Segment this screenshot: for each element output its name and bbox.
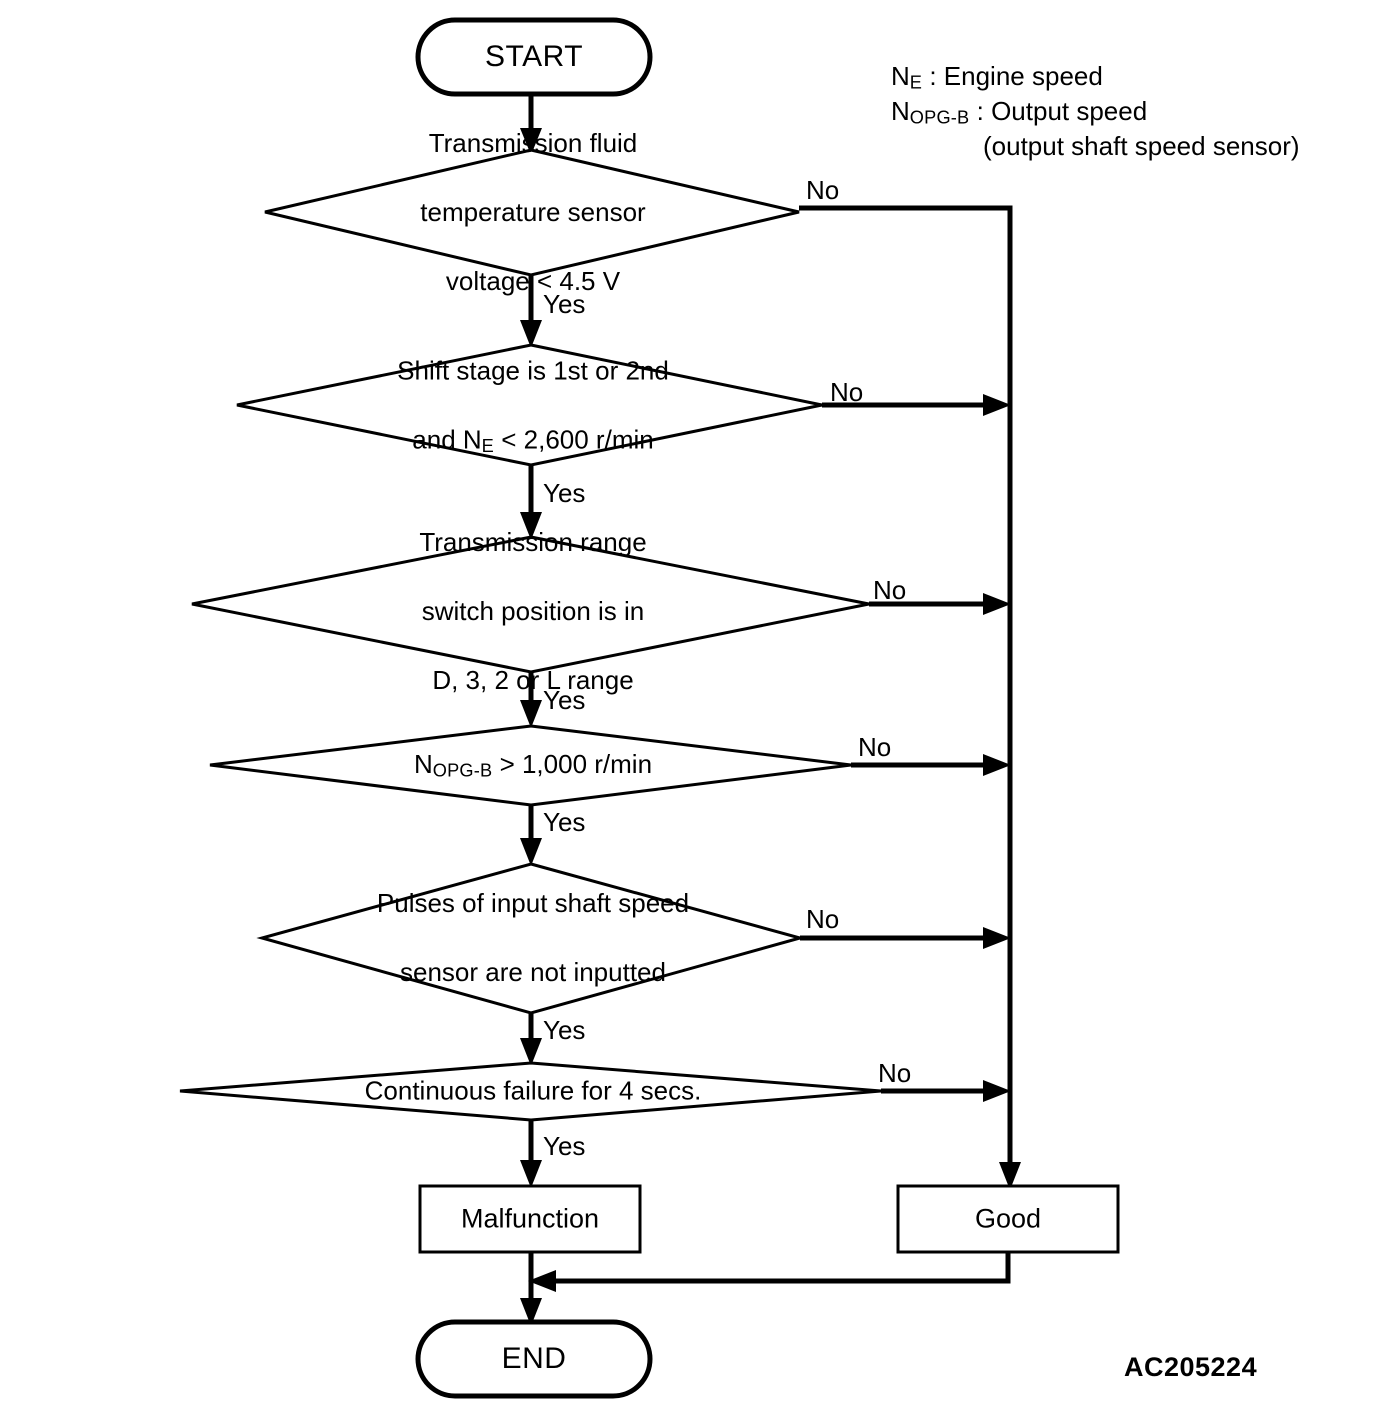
legend-text-engine-speed: : Engine speed <box>922 61 1103 91</box>
decision-3-yes-label: Yes <box>543 685 586 715</box>
decision-2-line-2: and NE < 2,600 r/min <box>343 423 723 458</box>
decision-3-text: Transmission range switch position is in… <box>368 491 698 731</box>
decision-4-text: NOPG-B > 1,000 r/min <box>333 713 733 817</box>
malfunction-label: Malfunction <box>460 1203 600 1234</box>
decision-3-line-3: D, 3, 2 or L range <box>432 664 634 695</box>
arrowhead-to-end <box>520 1298 542 1326</box>
decision-3-line-2: switch position is in <box>421 595 645 626</box>
decision-5-yes-label: Yes <box>543 1015 586 1045</box>
decision-1-line-3: voltage < 4.5 V <box>445 265 621 296</box>
legend-subscript-opgb: OPG-B <box>909 107 970 128</box>
arrowhead-d5-no <box>983 927 1011 949</box>
legend-subscript-e: E <box>909 72 923 93</box>
decision-4-line-1: NOPG-B > 1,000 r/min <box>333 747 733 782</box>
decision-2-no-label: No <box>830 377 864 407</box>
arrowhead-d4-yes <box>520 838 542 866</box>
decision-5-no-label: No <box>806 904 840 934</box>
decision-5-line-1: Pulses of input shaft speed <box>376 888 690 919</box>
legend-block: NE : Engine speed NOPG-B : Output speed … <box>891 60 1300 164</box>
legend-line-engine-speed: NE : Engine speed <box>891 60 1300 95</box>
decision-2-text: Shift stage is 1st or 2nd and NE < 2,600… <box>343 320 723 493</box>
decision-2-line-1: Shift stage is 1st or 2nd <box>397 356 669 387</box>
arrowhead-start-to-d1 <box>520 128 542 155</box>
decision-6-line-1: Continuous failure for 4 secs. <box>364 1075 702 1106</box>
decision-2-yes-label: Yes <box>543 478 586 508</box>
legend-line-sensor-note: (output shaft speed sensor) <box>983 130 1300 161</box>
decision-3-no-label: No <box>873 575 907 605</box>
arrowhead-d6-no <box>983 1080 1011 1102</box>
legend-text-output-speed: : Output speed <box>969 95 1148 126</box>
connector-d1-no <box>799 205 1013 1182</box>
arrowhead-d2-yes <box>520 512 542 540</box>
arrowhead-d2-no <box>983 394 1011 416</box>
decision-4-line-1-post: > 1,000 r/min <box>492 749 653 780</box>
decision-6-text: Continuous failure for 4 secs. <box>293 1040 773 1143</box>
arrowhead-d6-yes <box>520 1160 542 1188</box>
end-terminator-shape <box>415 1319 653 1399</box>
decision-1-line-2: temperature sensor <box>420 196 646 227</box>
end-label: END <box>501 1342 567 1375</box>
arrowhead-d1-no-into-good <box>999 1162 1021 1190</box>
legend-symbol-ne: N <box>891 61 910 91</box>
decision-1-yes-label: Yes <box>543 289 586 319</box>
decision-1-line-1: Transmission fluid <box>428 128 638 159</box>
legend-symbol-nopgb: N <box>891 95 910 126</box>
decision-4-symbol-n: N <box>413 749 433 780</box>
decision-4-subscript-opgb: OPG-B <box>432 760 493 781</box>
decision-1-text: Transmission fluid temperature sensor vo… <box>383 92 683 332</box>
decision-2-line-2-pre: and N <box>412 424 482 455</box>
arrowhead-d4-no <box>983 754 1011 776</box>
arrowhead-d3-no <box>983 593 1011 615</box>
start-terminator-shape <box>415 17 653 97</box>
decision-1-no-label: No <box>806 175 840 205</box>
reference-code: AC205224 <box>1124 1352 1258 1382</box>
start-label: START <box>484 40 584 73</box>
decision-3-line-1: Transmission range <box>419 527 647 558</box>
decision-5-text: Pulses of input shaft speed sensor are n… <box>323 852 743 1024</box>
good-label: Good <box>974 1203 1042 1234</box>
arrowhead-good-merge <box>528 1270 556 1292</box>
decision-2-subscript-e: E <box>481 435 495 456</box>
connector-good-to-merge <box>545 1252 1011 1284</box>
legend-line-output-speed: NOPG-B : Output speed <box>891 95 1300 130</box>
decision-5-line-2: sensor are not inputted <box>400 957 666 988</box>
decision-4-yes-label: Yes <box>543 807 586 837</box>
good-box-shape <box>896 1184 1120 1254</box>
decision-6-yes-label: Yes <box>543 1131 586 1161</box>
arrowhead-d1-yes <box>520 320 542 348</box>
decision-6-no-label: No <box>878 1058 912 1088</box>
decision-4-no-label: No <box>858 732 892 762</box>
decision-2-line-2-post: < 2,600 r/min <box>494 424 654 455</box>
arrowhead-d5-yes <box>520 1038 542 1066</box>
arrowhead-d3-yes <box>520 700 542 728</box>
